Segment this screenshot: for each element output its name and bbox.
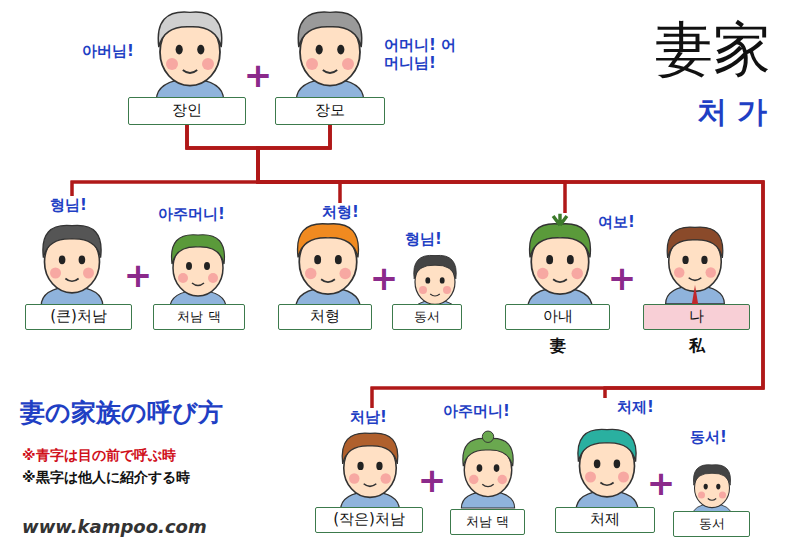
hanja-gloss: 妻 [550, 336, 566, 356]
call-text: 동서! [690, 428, 727, 446]
call-text: 아주머니! [443, 402, 510, 420]
elder-sister-figure [296, 224, 360, 308]
younger-brother-figure [341, 433, 400, 510]
kin-node: 동서! 동서 [673, 428, 750, 537]
kinship-box: 처남 댁 [450, 509, 525, 535]
mother-in-law-figure [296, 12, 363, 100]
family-line [187, 125, 763, 408]
heading: 妻の家族の呼び方 [20, 398, 223, 428]
note: ※青字は目の前で呼ぶ時 [22, 446, 176, 464]
kin-node: 처형! 처형 [278, 203, 372, 330]
kinship-box: 처제 [555, 507, 655, 533]
family-line [258, 125, 340, 203]
family-line [187, 125, 565, 213]
call-text: 처남! [350, 408, 387, 426]
kinship-box: 장모 [275, 97, 385, 125]
kinship-box: (작은)처남 [315, 507, 423, 533]
call-text: 형님! [50, 196, 87, 214]
kin-node: 처제! 처제 [555, 398, 655, 533]
family-line [258, 125, 763, 398]
kinship-box: 아내 [505, 304, 610, 330]
subtitle: 처 가 [697, 94, 767, 130]
call-text: 아버님! [82, 42, 134, 60]
kinship-box: 처남 댁 [153, 304, 245, 330]
wife-figure [528, 214, 592, 308]
call-text: 처제! [617, 398, 654, 416]
family-line [258, 125, 565, 213]
call-text: 아주머니! [158, 205, 225, 223]
kin-node: 형님! 동서 [392, 230, 462, 330]
kin-node: 아버님! 장인 [82, 42, 246, 125]
family-line [187, 125, 763, 398]
kinship-box: (큰)처남 [25, 304, 132, 330]
plus-sign: + [370, 260, 399, 296]
plus-sign: + [124, 257, 153, 293]
plus-sign: + [244, 57, 273, 93]
kin-node: 여보! 아내 妻 [505, 213, 635, 356]
plus-sign: + [608, 260, 637, 296]
call-text: 어머니! 어머니님! [384, 36, 466, 72]
call-text: 처형! [322, 203, 359, 221]
brother-in-law-figure [692, 465, 731, 516]
kin-node: 형님! (큰)처남 [25, 196, 132, 330]
kinship-box: 나 [643, 304, 750, 330]
sister-in-law-figure [170, 235, 226, 308]
family-line [258, 125, 763, 408]
plus-sign: + [647, 465, 676, 501]
kinship-box: 장인 [128, 97, 246, 125]
kinship-box: 처형 [278, 304, 372, 330]
family-line [72, 125, 258, 196]
kin-node: 아주머니! 처남 댁 [153, 205, 245, 330]
call-text: 여보! [598, 213, 635, 231]
title: 妻家 [655, 16, 771, 82]
elder-brother-figure [41, 225, 103, 306]
watermark: www.kampoo.com [22, 516, 207, 538]
kin-node: 어머니! 어머니님! 장모 [275, 36, 466, 125]
family-line [72, 125, 330, 196]
sister-in-law-figure [461, 431, 514, 508]
hanja-gloss: 私 [689, 336, 705, 356]
kinship-box: 동서 [673, 511, 750, 537]
plus-sign: + [418, 462, 447, 498]
kin-node: 아주머니! 처남 댁 [443, 402, 525, 535]
note: ※黒字は他人に紹介する時 [22, 468, 190, 486]
father-in-law-figure [156, 12, 223, 100]
kin-node: 처남! (작은)처남 [315, 408, 423, 533]
me-figure [666, 227, 725, 304]
younger-sister-figure [576, 429, 638, 510]
kinship-box: 동서 [392, 304, 462, 330]
family-line [187, 125, 340, 203]
kin-node: 나私 [643, 304, 750, 356]
call-text: 형님! [405, 230, 442, 248]
